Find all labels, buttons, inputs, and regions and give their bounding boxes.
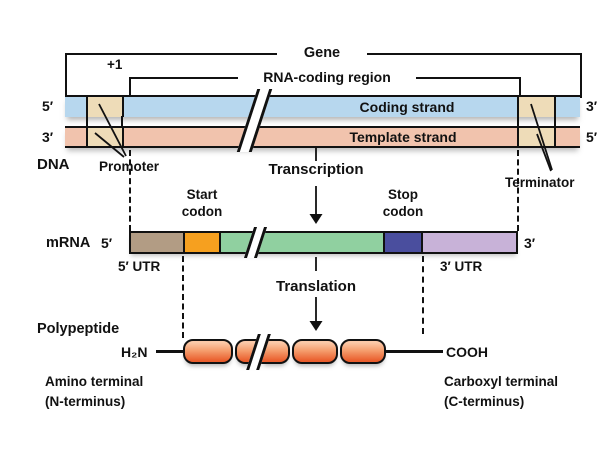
template-strand-label: Template strand xyxy=(349,129,457,145)
template-strand-3-prime-label: 3′ xyxy=(42,129,54,145)
transcription-arrowhead xyxy=(309,214,323,224)
mrna-bar xyxy=(129,231,518,254)
carboxyl-end-line xyxy=(386,350,443,353)
coding-strand-label: Coding strand xyxy=(359,99,455,115)
mrna-stop-codon-segment xyxy=(383,233,423,252)
amino-end-line xyxy=(156,350,183,353)
mrna-3utr-segment xyxy=(423,233,516,252)
terminator-box-coding-strand xyxy=(517,97,556,117)
3utr-label: 3′ UTR xyxy=(440,259,483,274)
polypeptide-segment xyxy=(183,339,233,364)
mrna-5utr-segment xyxy=(131,233,183,252)
dashed-line-stop-codon xyxy=(422,256,424,334)
polypeptide-segment xyxy=(292,339,338,364)
promoter-box-template-strand xyxy=(86,128,124,146)
stop-codon-label: Stop codon xyxy=(382,187,424,219)
dashed-line-start-codon xyxy=(182,256,184,338)
transcription-start-site-label: +1 xyxy=(107,57,123,72)
terminator-label: Terminator xyxy=(505,175,575,190)
mrna-coding-segment xyxy=(221,233,383,252)
mrna-3-prime-label: 3′ xyxy=(524,235,536,251)
carboxyl-terminal-label: Carboxyl terminal (C-terminus) xyxy=(444,374,559,409)
promoter-box-left-edge xyxy=(86,116,88,127)
coding-strand-5-prime-label: 5′ xyxy=(42,98,54,114)
promoter-box-right-edge xyxy=(121,116,123,127)
promoter-box-coding-strand xyxy=(86,97,124,117)
amino-group-label: H₂N xyxy=(121,344,148,360)
translation-label: Translation xyxy=(275,278,357,295)
translation-arrowhead xyxy=(309,321,323,331)
coding-strand-bar: Coding strand xyxy=(65,95,580,117)
polypeptide-segment xyxy=(340,339,386,364)
dashed-line-transcription-start xyxy=(129,150,131,231)
amino-terminal-label: Amino terminal (N-terminus) xyxy=(45,374,144,409)
mrna-start-codon-segment xyxy=(183,233,221,252)
transcription-label: Transcription xyxy=(268,161,364,178)
template-strand-bar: Template strand xyxy=(65,126,580,148)
mrna-label: mRNA xyxy=(46,235,91,251)
coding-strand-3-prime-label: 3′ xyxy=(586,98,598,114)
template-strand-5-prime-label: 5′ xyxy=(586,129,598,145)
terminator-box-template-strand xyxy=(517,128,556,146)
polypeptide-label: Polypeptide xyxy=(37,321,120,337)
carboxyl-group-label: COOH xyxy=(446,344,488,360)
5utr-label: 5′ UTR xyxy=(118,259,161,274)
terminator-box-left-edge xyxy=(517,116,519,127)
terminator-box-right-edge xyxy=(554,116,556,127)
promoter-label: Promoter xyxy=(99,159,160,174)
mrna-5-prime-label: 5′ xyxy=(101,235,113,251)
dna-label: DNA xyxy=(37,156,70,173)
gene-label: Gene xyxy=(277,45,367,61)
start-codon-label: Start codon xyxy=(181,187,223,219)
rna-coding-region-label: RNA-coding region xyxy=(238,69,416,85)
dashed-line-terminator xyxy=(517,150,519,231)
